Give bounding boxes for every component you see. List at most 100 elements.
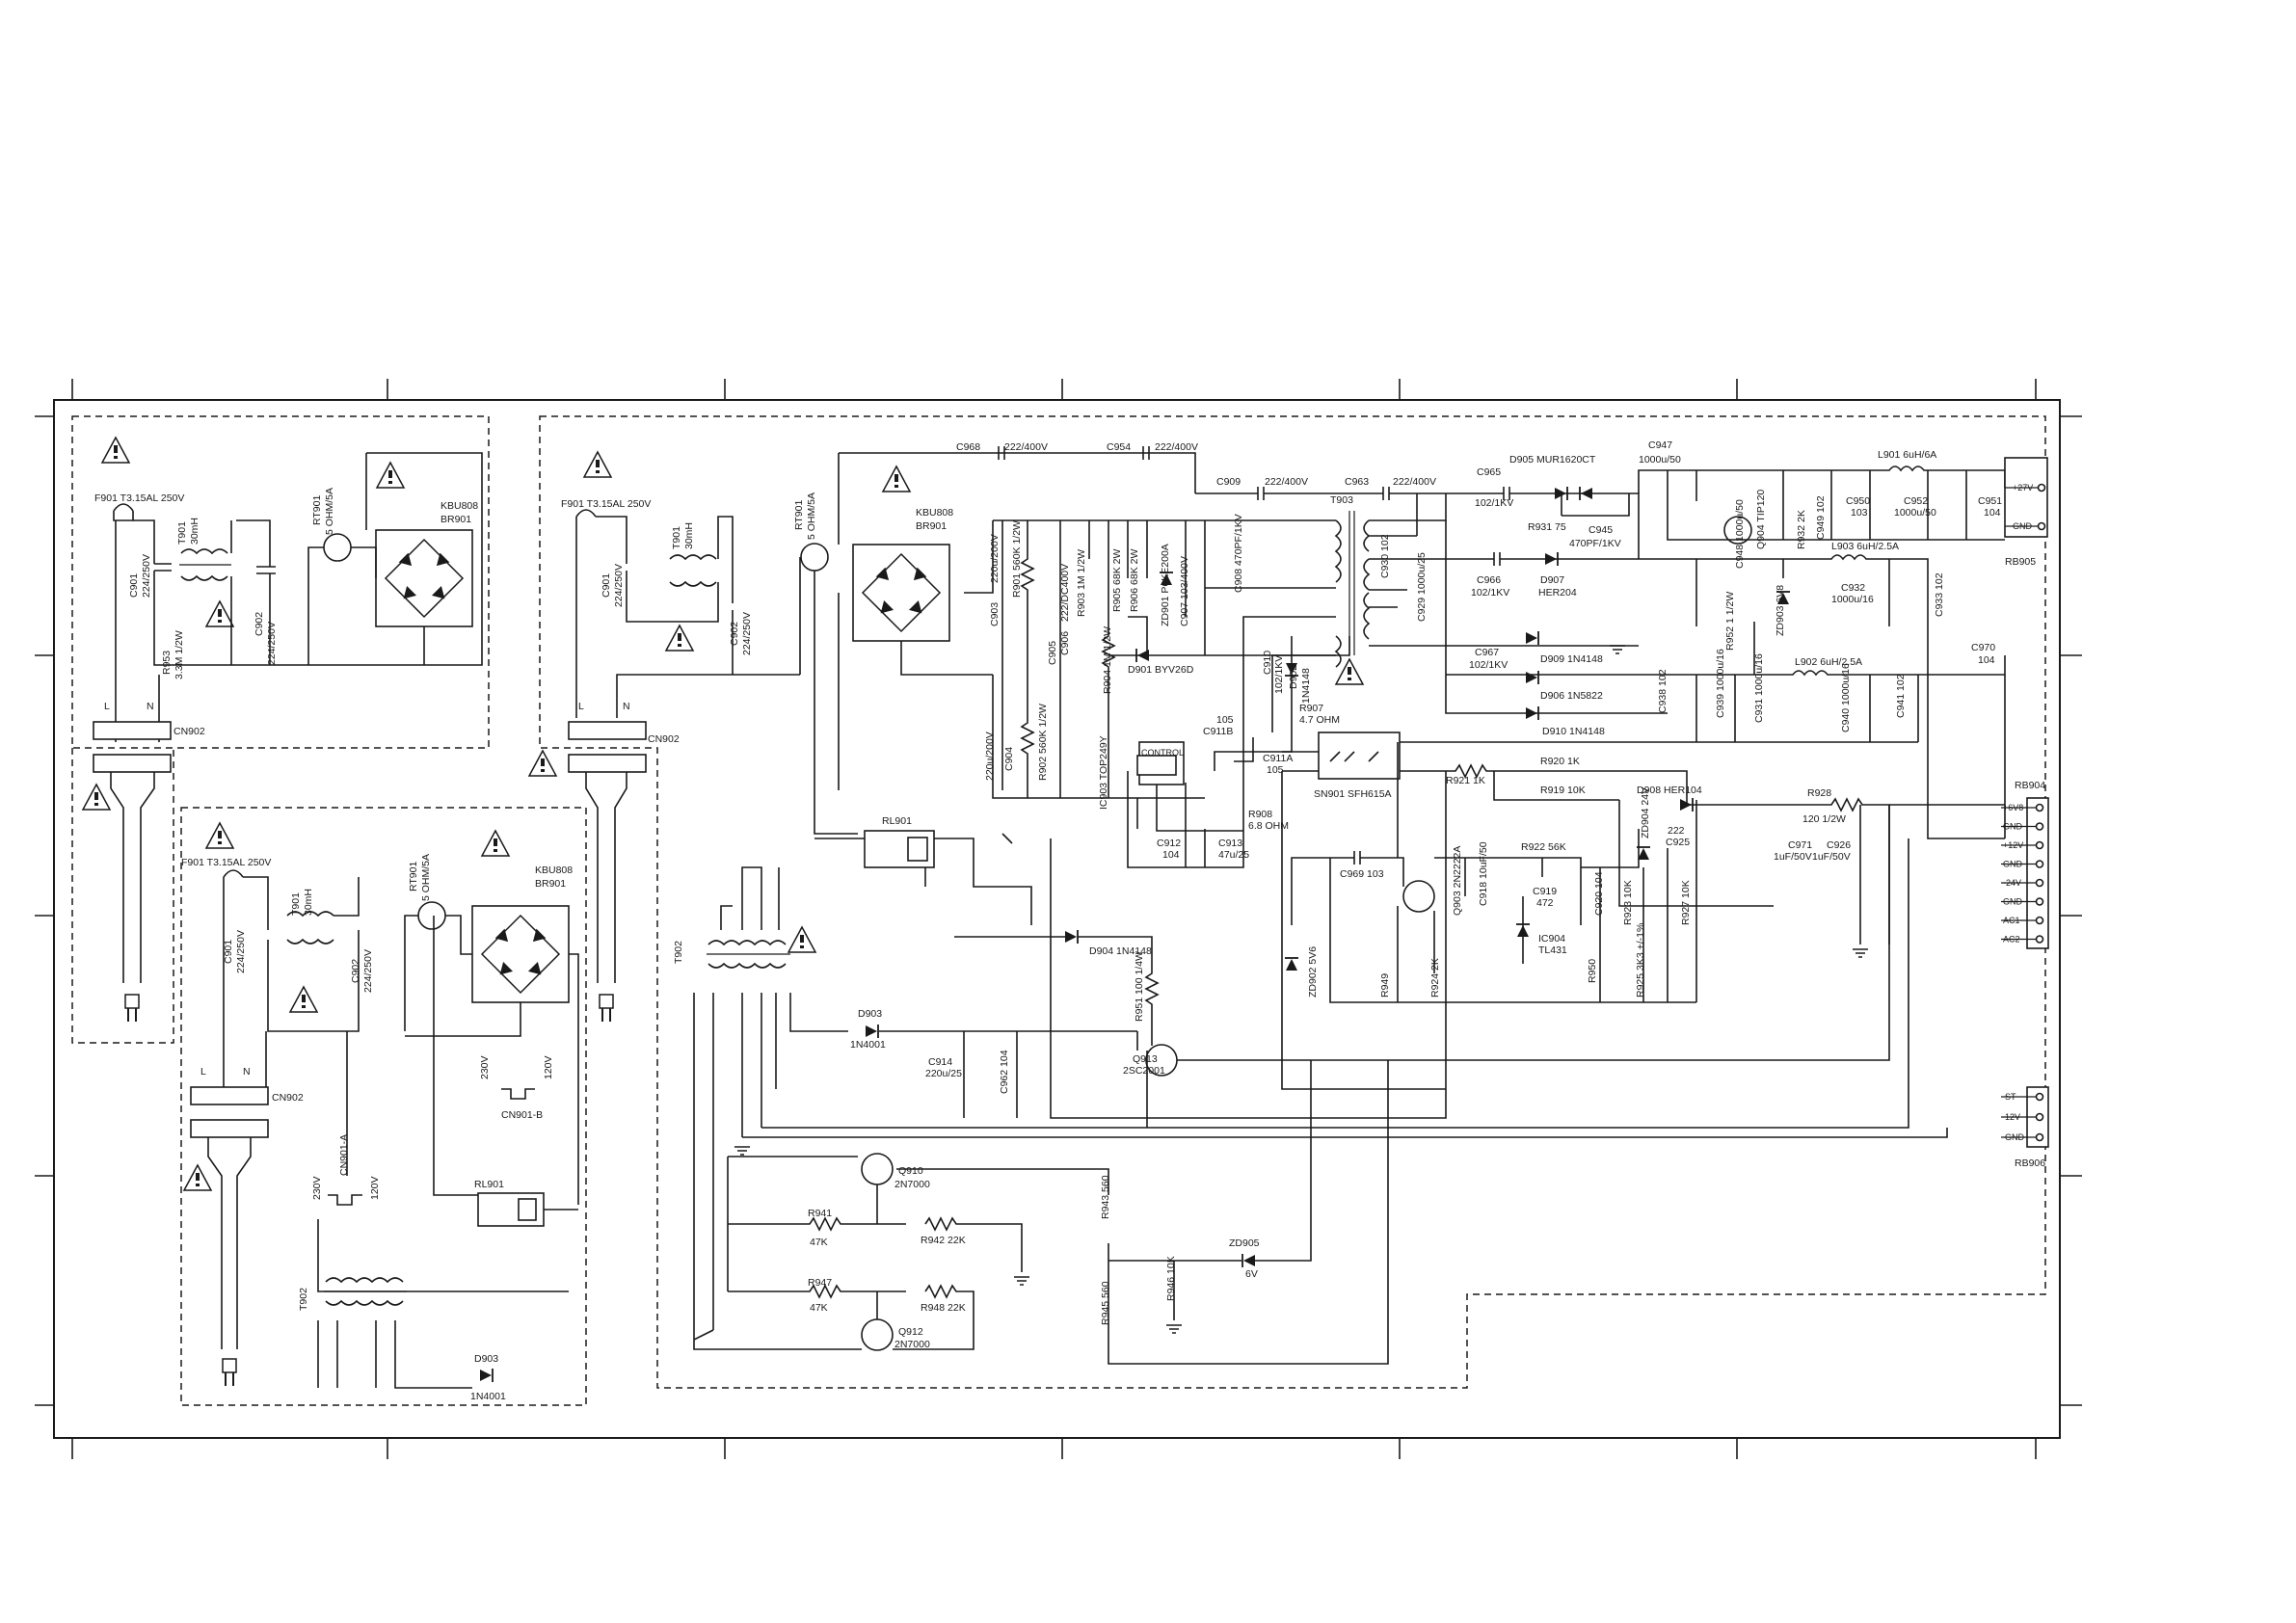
x-cap-c901: C901 — [128, 573, 140, 598]
diode-d907-value: HER204 — [1538, 587, 1577, 599]
cap-c914: C914 — [928, 1056, 952, 1068]
rb906-pin[interactable] — [2035, 1112, 2044, 1122]
resistor-r947: R947 — [808, 1277, 832, 1289]
warning-icon — [183, 1164, 212, 1191]
cap-c954: C954 — [1107, 441, 1131, 453]
rb904-pin[interactable] — [2035, 897, 2044, 906]
bridge-ref: BR901 — [916, 520, 947, 532]
connector-rb904[interactable] — [2026, 797, 2049, 949]
cap-c904: C904 — [1003, 747, 1015, 771]
cap-c911b-value: 105 — [1216, 714, 1234, 726]
rb905-pin[interactable] — [2037, 483, 2046, 492]
rb905-pin[interactable] — [2037, 521, 2046, 531]
thermistor-rt901-value: 5 OHM/5A — [806, 492, 817, 540]
main-power-board: F901 T3.15AL 250V T901 30mH C901 224/250… — [528, 415, 2046, 1389]
thermistor-rt901: RT901 — [408, 862, 419, 891]
rb904-pin[interactable] — [2035, 860, 2044, 868]
relay-rl901: RL901 — [882, 815, 912, 827]
connector-cn902: CN902 — [174, 726, 205, 737]
rb906-pin[interactable] — [2035, 1092, 2044, 1102]
inductor-l903: L903 6uH/2.5A — [1831, 541, 1899, 552]
diode-d909: D909 1N4148 — [1540, 653, 1603, 665]
transistor-q913: Q913 — [1133, 1053, 1158, 1065]
resistor-r903: R903 1M 1/2W — [1076, 549, 1087, 617]
bridge-ref: BR901 — [441, 514, 471, 525]
resistor-r931: R931 75 — [1528, 521, 1566, 533]
diode-d906: D906 1N5822 — [1540, 690, 1603, 702]
cap-c906: C906 — [1059, 631, 1071, 655]
cap-c911a: C911A — [1263, 753, 1293, 764]
warning-icon — [289, 986, 318, 1013]
choke-label: T901 — [176, 521, 188, 545]
rb904-pin[interactable] — [2035, 878, 2044, 888]
resistor-r906: R906 68K 2W — [1129, 549, 1140, 612]
warning-icon — [82, 784, 111, 811]
mains-plug-icon — [222, 1358, 237, 1387]
diode-d910: D910 1N4148 — [1542, 726, 1605, 737]
cap-c969: C969 103 — [1340, 868, 1384, 880]
thermistor-rt901-value: 5 OHM/5A — [420, 854, 432, 901]
cap-c909-value: 222/400V — [1265, 476, 1308, 488]
diode-icon — [1544, 551, 1559, 567]
inductor-l901: L901 6uH/6A — [1878, 449, 1936, 461]
cap-c947: C947 — [1648, 439, 1672, 451]
resistor-r923: R923 10K — [1622, 880, 1634, 925]
x-cap-c901: C901 — [601, 573, 612, 598]
cap-c932: C932 — [1841, 582, 1865, 594]
diode-d901: D901 BYV26D — [1128, 664, 1194, 676]
relay-rl901: RL901 — [474, 1179, 504, 1190]
warning-icon — [101, 437, 130, 464]
optocoupler-label: SN901 SFH615A — [1314, 788, 1392, 800]
voltage-230v: 230V — [311, 1176, 323, 1200]
choke-value: 30mH — [683, 522, 695, 549]
terminal-n: N — [623, 701, 630, 712]
rb904-pin[interactable] — [2035, 803, 2044, 812]
cap-c952-value: 1000u/50 — [1894, 507, 1936, 519]
connector-cn902: CN902 — [272, 1092, 304, 1104]
zener-icon — [1241, 1253, 1256, 1268]
cap-c903: C903 — [989, 602, 1001, 626]
rb904-pin[interactable] — [2035, 840, 2044, 850]
cap-c913: C913 — [1218, 838, 1242, 849]
zener-zd904: ZD904 24V — [1640, 787, 1651, 838]
cap-c905: C905 — [1047, 641, 1058, 665]
resistor-r908-value: 6.8 OHM — [1248, 820, 1289, 832]
cap-c911b: C911B — [1203, 726, 1233, 737]
cap-c949: C949 102 — [1815, 495, 1827, 540]
mosfet-q910: Q910 — [898, 1165, 923, 1177]
terminal-n: N — [147, 701, 154, 712]
rb906-pin[interactable] — [2035, 1132, 2044, 1142]
bridge-ref: BR901 — [535, 878, 566, 890]
cap-c913-value: 47u/25 — [1218, 849, 1249, 861]
zener-zd905-value: 6V — [1245, 1268, 1258, 1280]
rb904-pin[interactable] — [2035, 935, 2044, 944]
diode-d907: D907 — [1540, 574, 1564, 586]
cap-c932-value: 1000u/16 — [1831, 594, 1874, 605]
x-cap-c902-value: 224/250V — [741, 612, 753, 655]
resistor-r902: R902 560K 1/2W — [1037, 704, 1049, 781]
warning-icon — [481, 830, 510, 857]
cap-c910-value: 102/1KV — [1273, 655, 1285, 694]
left-board-outline — [71, 415, 490, 749]
resistor-r943: R943 560 — [1100, 1175, 1111, 1219]
ic903: IC903 TOP249Y — [1098, 735, 1109, 810]
warning-icon — [528, 750, 557, 777]
inductor-l902: L902 6uH/2.5A — [1795, 656, 1862, 668]
resistor-r921: R921 1K — [1446, 775, 1485, 786]
cap-c911a-value: 105 — [1267, 764, 1284, 776]
rb904-pin[interactable] — [2035, 916, 2044, 925]
resistor-r942: R942 22K — [921, 1235, 966, 1246]
resistor-r924: R924 2K — [1429, 958, 1441, 998]
thermistor-rt901-value: 5 OHM/5A — [324, 488, 335, 535]
cap-c926: C926 — [1827, 839, 1851, 851]
rb904-pin[interactable] — [2035, 822, 2044, 831]
ground-icon — [1165, 1324, 1183, 1334]
choke-label: T901 — [671, 526, 682, 549]
transistor-q904: Q904 TIP120 — [1755, 490, 1767, 549]
x-cap-c902: C902 — [254, 612, 265, 636]
zener-zd905: ZD905 — [1229, 1237, 1260, 1249]
fuse-label: F901 T3.15AL 250V — [94, 492, 184, 504]
cap-c970-value: 104 — [1978, 654, 1995, 666]
lower-input-board: F901 T3.15AL 250V T901 30mH C901 224/250… — [180, 807, 587, 1406]
